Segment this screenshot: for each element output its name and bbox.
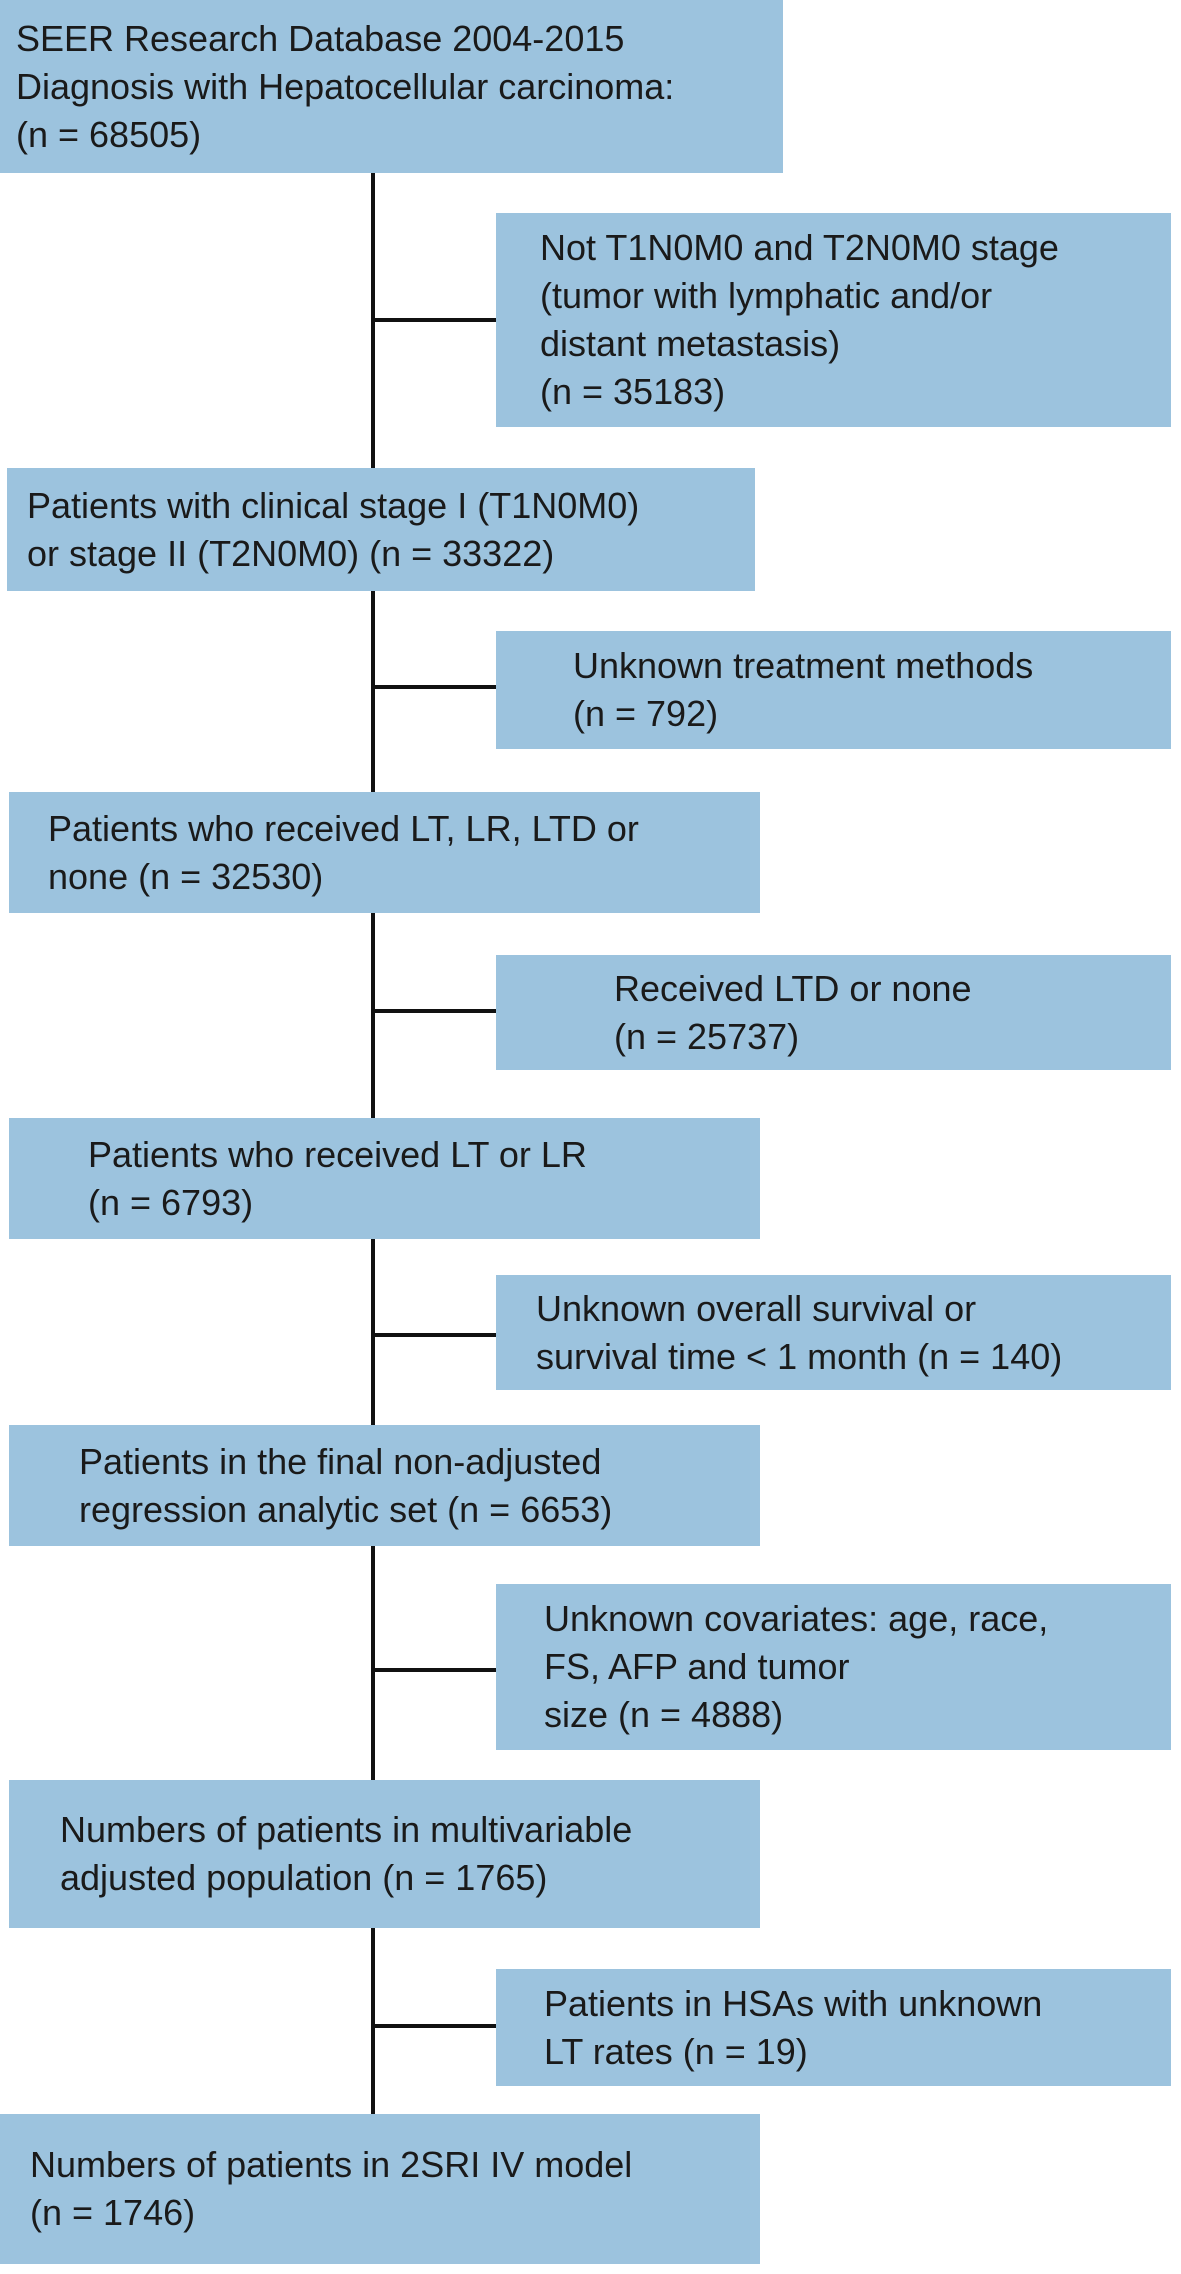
lt-lr-ltd-none-box: Patients who received LT, LR, LTD or non… <box>9 792 760 913</box>
box-text-line: (tumor with lymphatic and/or <box>540 275 993 316</box>
multivariable-adjusted-box: Numbers of patients in multivariable adj… <box>9 1780 760 1928</box>
branch-connector-2 <box>373 685 496 689</box>
box-text-line: size (n = 4888) <box>544 1694 784 1735</box>
box-text-line: Patients in HSAs with unknown <box>544 1982 1043 2024</box>
box-text-line: Unknown overall survival or <box>536 1287 977 1329</box>
box-text-line: Patients who received LT, LR, LTD or <box>48 807 639 849</box>
box-text-line: Numbers of patients in 2SRI IV model <box>30 2144 633 2185</box>
unknown-treatment-exclusion-box: Unknown treatment methods (n = 792) <box>496 631 1171 749</box>
box-text-line: (n = 25737) <box>614 1015 800 1057</box>
box-text-line: FS, AFP and tumor <box>544 1646 850 1687</box>
box-text-line: Numbers of patients in multivariable <box>60 1809 633 1850</box>
branch-connector-4 <box>373 1333 496 1337</box>
ltd-or-none-exclusion-box: Received LTD or none (n = 25737) <box>496 955 1171 1070</box>
box-text-line: Received LTD or none <box>614 967 972 1009</box>
box-text-line: Patients who received LT or LR <box>88 1133 587 1175</box>
box-text-line: Unknown treatment methods <box>573 645 1034 686</box>
box-text-line: distant metastasis) <box>540 323 841 364</box>
box-text-line: or stage II (T2N0M0) (n = 33322) <box>27 532 555 574</box>
2sri-iv-model-box: Numbers of patients in 2SRI IV model (n … <box>0 2114 760 2264</box>
non-adjusted-set-box: Patients in the final non-adjusted regre… <box>9 1425 760 1546</box>
branch-connector-1 <box>373 318 496 322</box>
box-text-line: Unknown covariates: age, race, <box>544 1598 1049 1639</box>
branch-connector-6 <box>373 2024 496 2028</box>
box-text-line: (n = 6793) <box>88 1181 254 1223</box>
box-text-line: LT rates (n = 19) <box>544 2030 808 2072</box>
unknown-survival-exclusion-box: Unknown overall survival or survival tim… <box>496 1275 1171 1390</box>
box-text-line: none (n = 32530) <box>48 855 324 897</box>
box-text-line: (n = 792) <box>573 693 719 734</box>
box-text-line: adjusted population (n = 1765) <box>60 1857 548 1898</box>
box-text-line: regression analytic set (n = 6653) <box>79 1488 613 1530</box>
box-text-line: (n = 1746) <box>30 2192 196 2233</box>
box-text-line: (n = 35183) <box>540 371 726 412</box>
box-text-line: (n = 68505) <box>16 113 202 155</box>
box-text-line: Patients with clinical stage I (T1N0M0) <box>27 484 640 526</box>
seer-database-box: SEER Research Database 2004-2015 Diagnos… <box>0 0 783 173</box>
branch-connector-5 <box>373 1668 496 1672</box>
box-text-line: Patients in the final non-adjusted <box>79 1440 602 1482</box>
lt-or-lr-box: Patients who received LT or LR (n = 6793… <box>9 1118 760 1239</box>
unknown-covariates-exclusion-box: Unknown covariates: age, race, FS, AFP a… <box>496 1584 1171 1750</box>
hsa-unknown-lt-exclusion-box: Patients in HSAs with unknown LT rates (… <box>496 1969 1171 2086</box>
box-text-line: Not T1N0M0 and T2N0M0 stage <box>540 227 1059 268</box>
box-text-line: SEER Research Database 2004-2015 <box>16 17 625 59</box>
not-t1-t2-exclusion-box: Not T1N0M0 and T2N0M0 stage (tumor with … <box>496 213 1171 427</box>
box-text-line: Diagnosis with Hepatocellular carcinoma: <box>16 65 675 107</box>
branch-connector-3 <box>373 1009 496 1013</box>
box-text-line: survival time < 1 month (n = 140) <box>536 1335 1063 1377</box>
stage-i-ii-box: Patients with clinical stage I (T1N0M0) … <box>7 468 755 591</box>
